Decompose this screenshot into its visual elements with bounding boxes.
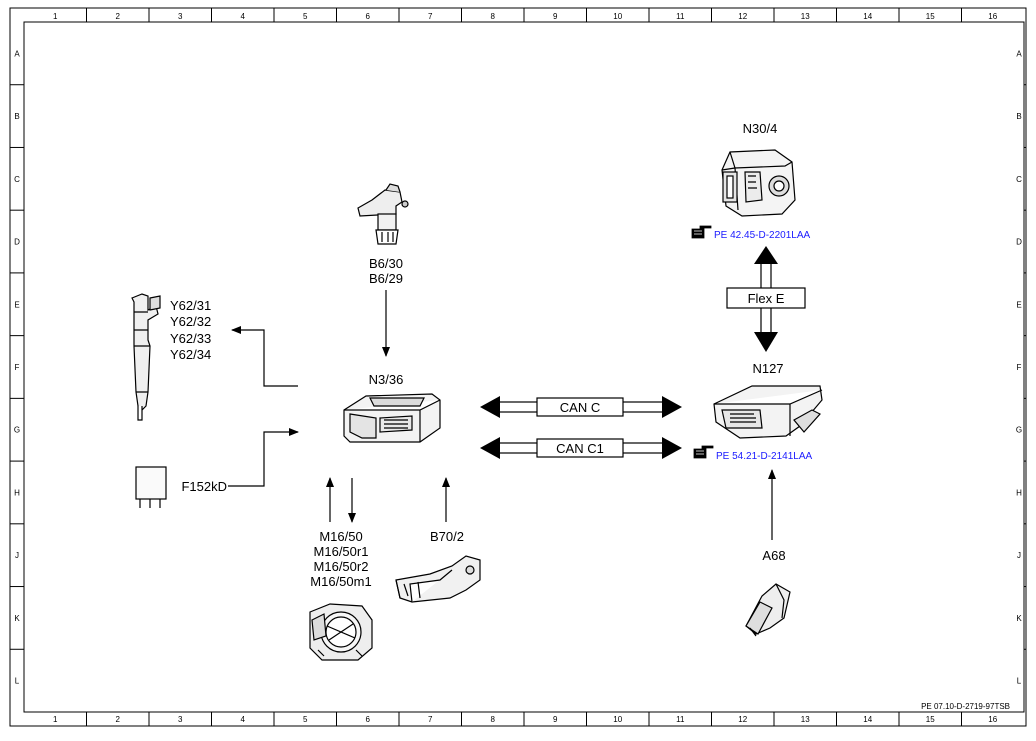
- n3-36-ecu-icon: [343, 393, 441, 443]
- grid-column-label: 8: [491, 715, 496, 724]
- grid-column-label: 7: [428, 12, 433, 21]
- grid-column-label: 5: [303, 715, 308, 724]
- signal-arrows: [228, 290, 776, 540]
- grid-row-label: A: [1016, 49, 1022, 58]
- grid-column-label: 13: [801, 715, 810, 724]
- flex-e-bus: [726, 246, 806, 352]
- grid-column-label: 11: [676, 12, 685, 21]
- grid-row-label: E: [14, 300, 19, 309]
- grid-column-label: 11: [676, 715, 685, 724]
- document-id: PE 07.10-D-2719-97TSB: [921, 702, 1010, 711]
- label-y62-34: Y62/34: [170, 347, 211, 362]
- grid-row-label: G: [1016, 426, 1022, 435]
- label-m16-50r2: M16/50r2: [314, 559, 369, 574]
- grid-column-label: 3: [178, 12, 183, 21]
- inner-frame: [23, 21, 1025, 713]
- grid-column-label: 12: [738, 12, 747, 21]
- label-y62-31: Y62/31: [170, 298, 211, 313]
- grid-column-label: 2: [116, 715, 121, 724]
- grid-row-label: B: [1016, 112, 1021, 121]
- can-c1-bus: [480, 437, 682, 459]
- grid-column-label: 9: [553, 715, 558, 724]
- label-b6-30: B6/30: [369, 256, 403, 271]
- grid-row-label: D: [1016, 238, 1022, 247]
- grid-column-label: 15: [926, 12, 935, 21]
- grid-row-label: H: [1016, 488, 1022, 497]
- grid-column-label: 10: [613, 12, 622, 21]
- label-y62-33: Y62/33: [170, 331, 211, 346]
- n30-4-module-icon: [721, 149, 796, 217]
- grid-row-label: L: [1017, 677, 1022, 686]
- grid-column-label: 1: [53, 12, 58, 21]
- grid-column-label: 6: [366, 715, 371, 724]
- grid-row-label: H: [14, 488, 20, 497]
- label-a68: A68: [762, 548, 785, 563]
- b70-2-sensor-icon: [395, 555, 481, 603]
- grid-row-label: E: [1016, 300, 1021, 309]
- ref-link-n30-4[interactable]: PE 42.45-D-2201LAA: [714, 230, 811, 241]
- label-can-c1: CAN C1: [556, 441, 604, 456]
- n127-module-icon: [713, 385, 823, 439]
- grid-column-label: 14: [863, 715, 872, 724]
- grid-row-label: J: [15, 551, 19, 560]
- label-b70-2: B70/2: [430, 529, 464, 544]
- grid-ticks: [10, 8, 1026, 726]
- can-c-bus: [480, 396, 682, 418]
- label-m16-50: M16/50: [319, 529, 362, 544]
- grid-row-label: G: [14, 426, 20, 435]
- grid-column-label: 10: [613, 715, 622, 724]
- grid-row-label: F: [1017, 363, 1022, 372]
- ref-link-n127[interactable]: PE 54.21-D-2141LAA: [716, 451, 813, 462]
- f152kd-relay-icon: [135, 466, 167, 508]
- grid-column-label: 12: [738, 715, 747, 724]
- grid-column-label: 7: [428, 715, 433, 724]
- grid-column-label: 16: [988, 715, 997, 724]
- label-flex-e: Flex E: [748, 291, 785, 306]
- grid-column-label: 3: [178, 715, 183, 724]
- grid-column-label: 13: [801, 12, 810, 21]
- m16-50-throttle-icon: [309, 603, 373, 661]
- grid-column-label: 15: [926, 715, 935, 724]
- hand-pointer-icon: [693, 445, 714, 459]
- arrow-f152kd-to-n3: [228, 428, 299, 487]
- grid-column-label: 14: [863, 12, 872, 21]
- grid-row-label: J: [1017, 551, 1021, 560]
- y62-injector-icon: [131, 293, 161, 421]
- grid-column-label: 8: [491, 12, 496, 21]
- grid-column-label: 5: [303, 12, 308, 21]
- label-f152kd: F152kD: [181, 479, 227, 494]
- grid-column-label: 6: [366, 12, 371, 21]
- label-b6-29: B6/29: [369, 271, 403, 286]
- grid-row-label: L: [15, 677, 20, 686]
- grid-row-label: B: [14, 112, 19, 121]
- label-y62-32: Y62/32: [170, 314, 211, 329]
- hand-pointer-icon: [691, 225, 712, 239]
- grid-row-label: K: [14, 614, 20, 623]
- grid-row-label: D: [14, 238, 20, 247]
- grid-column-label: 2: [116, 12, 121, 21]
- grid-row-label: F: [15, 363, 20, 372]
- label-n30-4: N30/4: [743, 121, 778, 136]
- grid-row-label: A: [14, 49, 20, 58]
- label-m16-50m1: M16/50m1: [310, 574, 371, 589]
- label-n3-36: N3/36: [369, 372, 404, 387]
- grid-column-label: 16: [988, 12, 997, 21]
- grid-row-label: C: [14, 175, 20, 184]
- a68-pedal-icon: [745, 583, 791, 637]
- grid-labels: 1122334455667788991010111112121313141415…: [14, 12, 1022, 724]
- grid-column-label: 4: [241, 715, 246, 724]
- arrow-n3-to-y62: [231, 326, 298, 387]
- grid-row-label: C: [1016, 175, 1022, 184]
- b6-30-sensor-icon: [357, 183, 409, 245]
- label-m16-50r1: M16/50r1: [314, 544, 369, 559]
- grid-row-label: K: [1016, 614, 1022, 623]
- label-n127: N127: [752, 361, 783, 376]
- grid-column-label: 1: [53, 715, 58, 724]
- outer-frame: [9, 7, 1027, 727]
- grid-column-label: 9: [553, 12, 558, 21]
- label-can-c: CAN C: [560, 400, 600, 415]
- grid-column-label: 4: [241, 12, 246, 21]
